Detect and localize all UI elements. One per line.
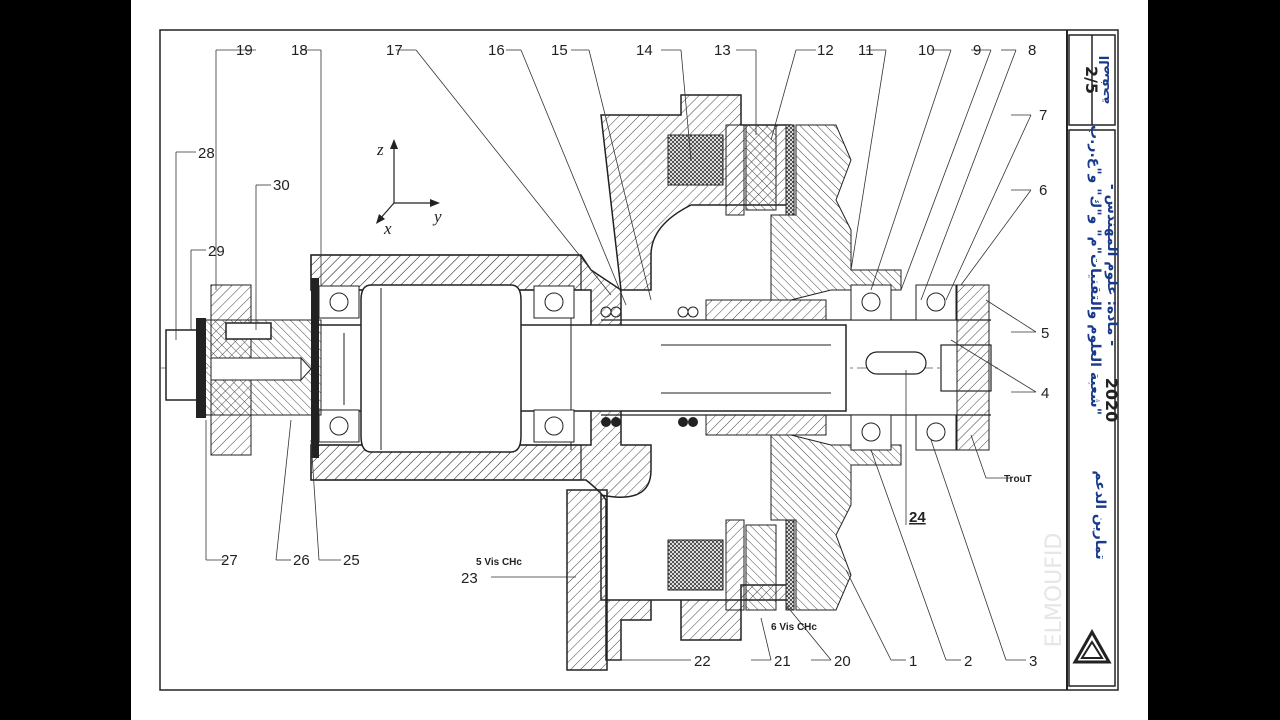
callout-26: 26 — [293, 552, 310, 569]
assembly-drawing: الصفحة 2/5 - مادة: علوم المهندس - شعبة ا… — [159, 29, 1121, 691]
page-number: 2/5 — [1082, 66, 1101, 94]
year: 2020 — [1102, 378, 1121, 423]
callout-15: 15 — [551, 42, 568, 59]
title-box — [1068, 129, 1116, 687]
callout-28: 28 — [198, 145, 215, 162]
callout-22: 22 — [694, 653, 711, 670]
axis-x-label: x — [383, 219, 392, 238]
title-line1: - مادة: علوم المهندس - — [1104, 184, 1120, 346]
callout-17: 17 — [386, 42, 403, 59]
callout-18: 18 — [291, 42, 308, 59]
title-line2: شعبة العلوم والتقنيات"م" و"ك" و"ع.ر.ب" — [1087, 125, 1103, 415]
callout-23: 23 — [461, 570, 478, 587]
callout-29: 29 — [208, 243, 225, 260]
springs — [600, 306, 699, 427]
callout-4: 4 — [1041, 385, 1049, 402]
callout-10: 10 — [918, 42, 935, 59]
callout-30: 30 — [273, 177, 290, 194]
series-label: تمارين الدعم — [1092, 470, 1108, 559]
shaft — [315, 284, 992, 453]
watermark: ELMOUFID — [1042, 533, 1067, 648]
callout-12: 12 — [817, 42, 834, 59]
note-screws-a: 5 Vis CHc — [476, 557, 522, 568]
frame-border — [159, 29, 1119, 691]
callout-21: 21 — [774, 653, 791, 670]
callout-24: 24 — [909, 509, 926, 526]
callout-9: 9 — [973, 42, 981, 59]
callout-13: 13 — [714, 42, 731, 59]
callout-11: 11 — [858, 42, 874, 59]
callout-20: 20 — [834, 653, 851, 670]
bearing-right-pair — [850, 284, 990, 451]
housing-bottom-wall — [310, 444, 582, 481]
callout-7: 7 — [1039, 107, 1047, 124]
callout-6: 6 — [1039, 182, 1047, 199]
callout-2: 2 — [964, 653, 972, 670]
callout-27: 27 — [221, 552, 238, 569]
callout-19: 19 — [236, 42, 253, 59]
note-screws-b: 6 Vis CHc — [771, 622, 817, 633]
bearing-left-pair — [318, 285, 575, 443]
leader-lines — [175, 49, 1037, 661]
callout-8: 8 — [1028, 42, 1036, 59]
callout-25: 25 — [343, 552, 360, 569]
callout-16: 16 — [488, 42, 505, 59]
callout-1: 1 — [909, 653, 917, 670]
page-label: الصفحة — [1098, 56, 1113, 105]
clutch-assembly — [667, 124, 902, 611]
callout-5: 5 — [1041, 325, 1049, 342]
left-end-assembly — [165, 278, 322, 458]
drawing-sheet: الصفحة 2/5 - مادة: علوم المهندس - شعبة ا… — [131, 0, 1148, 720]
note-hole: TrouT — [1004, 474, 1032, 485]
axis-triad: z y x — [376, 139, 442, 238]
publisher-logo-icon — [1072, 628, 1112, 664]
callout-3: 3 — [1029, 653, 1037, 670]
axis-y-label: y — [432, 207, 442, 226]
callout-14: 14 — [636, 42, 653, 59]
axis-z-label: z — [376, 140, 384, 159]
